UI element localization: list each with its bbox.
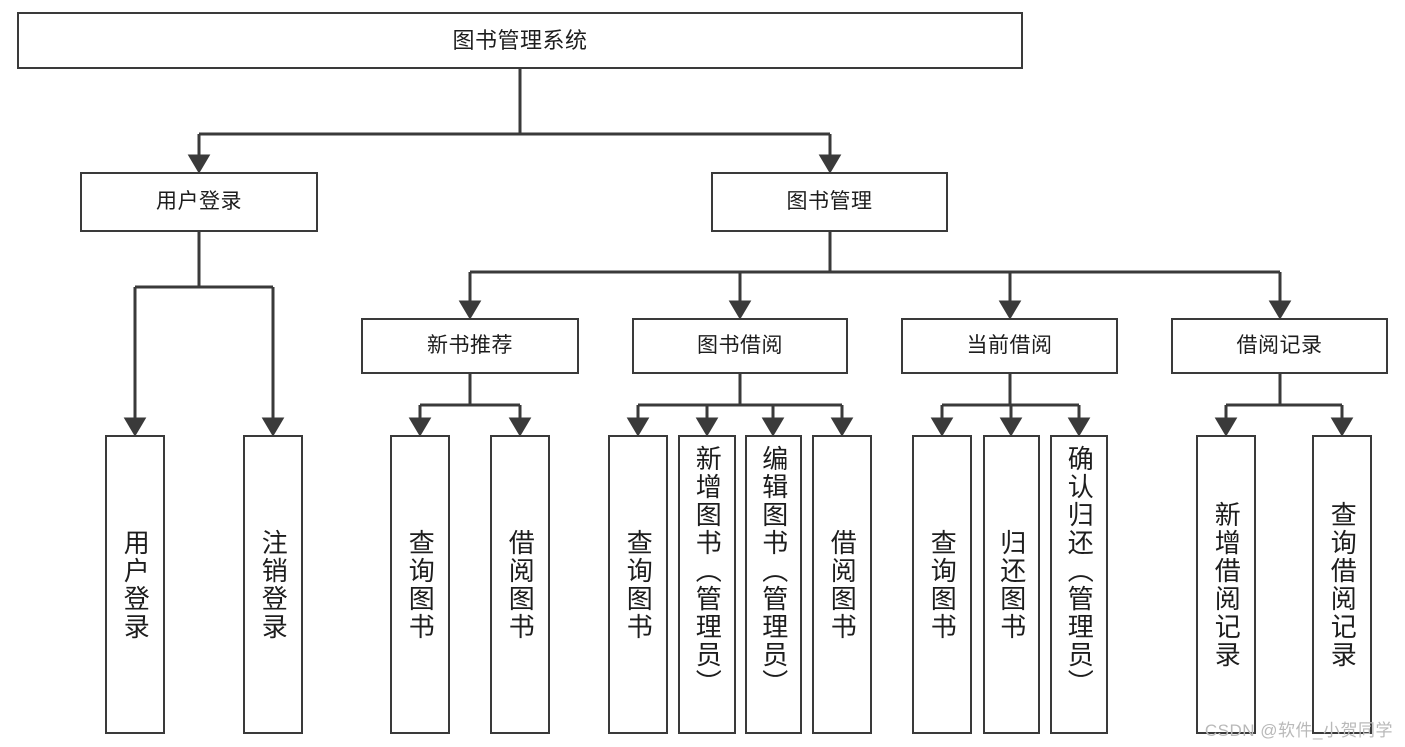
node-root[interactable]: 图书管理系统 <box>17 12 1023 69</box>
node-leaf-confirm-return[interactable]: 确认归还（管理员） <box>1050 435 1108 734</box>
node-leaf-borrow-book-2-label: 借阅图书 <box>827 528 858 641</box>
node-leaf-edit-book[interactable]: 编辑图书（管理员） <box>745 435 802 734</box>
node-leaf-add-book[interactable]: 新增图书（管理员） <box>678 435 736 734</box>
node-book-borrow-label: 图书借阅 <box>697 333 783 357</box>
node-leaf-confirm-return-label: 确认归还（管理员） <box>1064 445 1095 697</box>
node-new-book-rec[interactable]: 新书推荐 <box>361 318 579 374</box>
node-leaf-add-record[interactable]: 新增借阅记录 <box>1196 435 1256 734</box>
node-leaf-query-record[interactable]: 查询借阅记录 <box>1312 435 1372 734</box>
node-current-borrow-label: 当前借阅 <box>966 333 1053 357</box>
node-leaf-user-logout-label: 注销登录 <box>258 528 289 641</box>
node-leaf-query-record-label: 查询借阅记录 <box>1327 500 1358 669</box>
node-leaf-query-book-2[interactable]: 查询图书 <box>608 435 668 734</box>
node-leaf-return-book-label: 归还图书 <box>996 528 1027 641</box>
node-leaf-query-book-2-label: 查询图书 <box>623 528 654 641</box>
node-user-login-label: 用户登录 <box>156 189 242 213</box>
node-leaf-add-record-label: 新增借阅记录 <box>1211 500 1242 669</box>
node-borrow-record[interactable]: 借阅记录 <box>1171 318 1388 374</box>
node-leaf-borrow-book-1[interactable]: 借阅图书 <box>490 435 550 734</box>
node-borrow-record-label: 借阅记录 <box>1236 333 1323 357</box>
node-user-login[interactable]: 用户登录 <box>80 172 318 232</box>
watermark: CSDN @软件_小贺同学 <box>1204 721 1393 740</box>
node-book-manage-label: 图书管理 <box>786 189 873 213</box>
node-book-borrow[interactable]: 图书借阅 <box>632 318 848 374</box>
node-leaf-query-book-1[interactable]: 查询图书 <box>390 435 450 734</box>
node-leaf-edit-book-label: 编辑图书（管理员） <box>758 445 789 697</box>
node-root-label: 图书管理系统 <box>452 27 588 53</box>
node-leaf-user-login[interactable]: 用户登录 <box>105 435 165 734</box>
node-leaf-query-book-1-label: 查询图书 <box>405 528 436 641</box>
node-leaf-user-logout[interactable]: 注销登录 <box>243 435 303 734</box>
node-leaf-query-book-3-label: 查询图书 <box>927 528 958 641</box>
node-leaf-borrow-book-1-label: 借阅图书 <box>505 528 536 641</box>
node-leaf-return-book[interactable]: 归还图书 <box>983 435 1040 734</box>
node-current-borrow[interactable]: 当前借阅 <box>901 318 1118 374</box>
node-leaf-borrow-book-2[interactable]: 借阅图书 <box>812 435 872 734</box>
node-book-manage[interactable]: 图书管理 <box>711 172 948 232</box>
node-leaf-user-login-label: 用户登录 <box>120 528 151 641</box>
node-leaf-query-book-3[interactable]: 查询图书 <box>912 435 972 734</box>
node-leaf-add-book-label: 新增图书（管理员） <box>692 445 723 697</box>
node-new-book-rec-label: 新书推荐 <box>427 333 513 357</box>
